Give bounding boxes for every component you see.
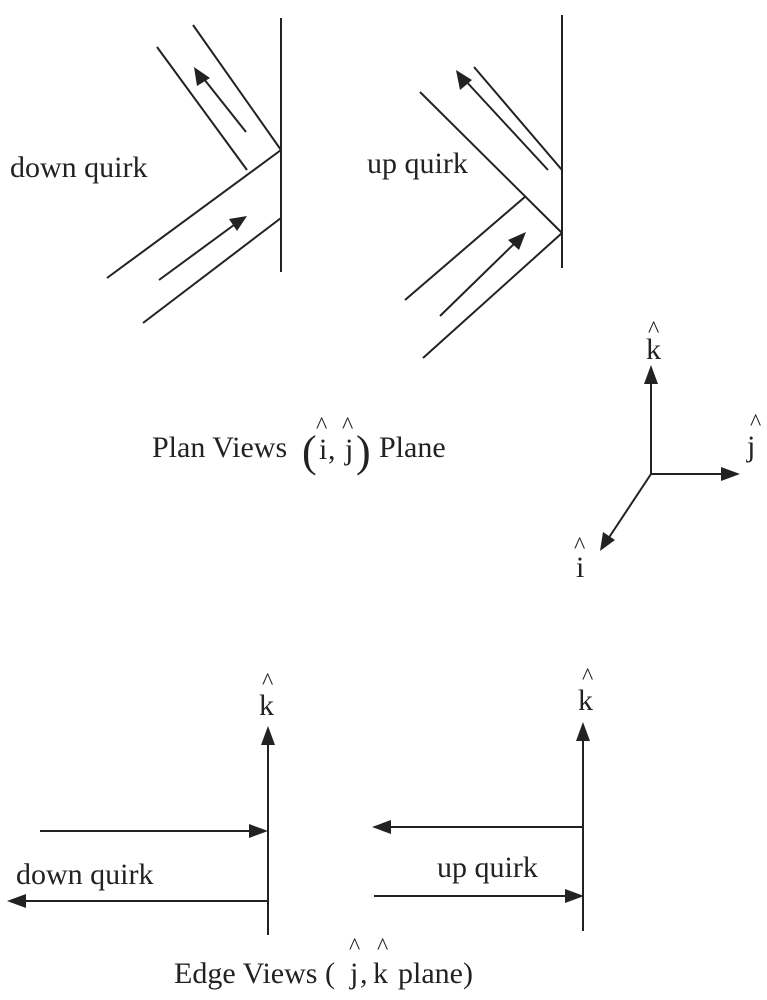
i-axis (607, 473, 652, 540)
edge-down-quirk-label: down quirk (16, 858, 154, 891)
edge-caption-prefix: Edge Views ( (174, 957, 335, 990)
plan-caption-i-hat: ^ (316, 413, 327, 439)
j-axis-label: j (746, 430, 755, 463)
edge-down-incoming-arrowhead (249, 824, 268, 838)
plan-down-outgoing-arrow (199, 73, 247, 133)
k-axis-hat: ^ (648, 317, 659, 343)
plan-down-outgoing-edge-2 (192, 24, 282, 151)
i-axis-hat: ^ (574, 533, 585, 559)
plan-down-outgoing-arrowhead (194, 67, 210, 86)
plan-down-quirk (106, 18, 282, 324)
edge-up-quirk (372, 722, 590, 931)
plan-up-outgoing-arrow (462, 77, 549, 171)
plan-caption-j-hat: ^ (342, 413, 353, 439)
edge-down-k-hat: ^ (262, 669, 273, 695)
plan-down-outgoing-edge-1 (156, 46, 248, 171)
plan-down-quirk-label: down quirk (10, 151, 148, 184)
plan-caption-comma: , (328, 433, 336, 466)
i-axis-label: i (576, 551, 584, 584)
plan-caption-prefix: Plan Views (152, 431, 287, 464)
plan-up-incoming-edge-1 (404, 195, 527, 301)
plan-up-incoming-edge-2 (422, 232, 563, 359)
plan-up-outgoing-arrowhead (456, 70, 472, 90)
edge-caption-suffix: plane) (398, 957, 473, 990)
edge-caption-j-hat: ^ (349, 934, 360, 960)
coordinate-axes (600, 365, 740, 551)
plan-down-incoming-arrow (158, 221, 239, 281)
plan-up-quirk-label: up quirk (367, 147, 468, 180)
edge-down-quirk (7, 726, 275, 935)
edge-caption-comma: , (360, 957, 368, 990)
plan-up-outgoing-edge-2 (473, 66, 563, 171)
edge-up-outgoing-arrowhead (372, 820, 391, 834)
edge-up-k-arrowhead (576, 722, 590, 741)
edge-down-k-label: k (259, 689, 274, 722)
k-axis-label: k (646, 333, 661, 366)
edge-up-quirk-label: up quirk (437, 851, 538, 884)
edge-caption-k-hat: ^ (377, 934, 388, 960)
edge-caption-k: k (373, 957, 388, 990)
edge-caption-j: j (349, 957, 358, 990)
plan-down-incoming-edge-2 (142, 217, 282, 324)
plan-down-incoming-arrowhead (229, 216, 247, 231)
plan-views-caption: Plan Views ( ^ i , ^ j ) Plane (152, 413, 446, 476)
plan-up-incoming-arrow (439, 239, 519, 317)
j-axis-hat: ^ (750, 410, 761, 436)
j-axis-arrowhead (721, 467, 740, 481)
plan-down-incoming-edge-1 (106, 149, 282, 279)
plan-caption-paren-close: ) (356, 427, 371, 476)
plan-up-quirk (404, 15, 563, 359)
k-axis-arrowhead (644, 365, 658, 384)
edge-up-incoming-arrowhead (565, 889, 584, 903)
edge-up-k-hat: ^ (582, 664, 593, 690)
edge-down-k-arrowhead (261, 726, 275, 745)
plan-up-incoming-arrowhead (508, 232, 526, 250)
plan-caption-suffix: Plane (379, 431, 446, 464)
edge-up-k-label: k (578, 684, 593, 717)
plan-caption-j: j (344, 433, 353, 466)
edge-down-outgoing-arrowhead (7, 894, 26, 908)
edge-views-caption: Edge Views ( ^ j , ^ k plane) (174, 934, 473, 990)
plan-up-outgoing-edge-1 (419, 91, 563, 234)
plan-caption-i: i (319, 433, 327, 466)
i-axis-arrowhead (600, 532, 615, 551)
plan-caption-paren-open: ( (302, 427, 317, 476)
